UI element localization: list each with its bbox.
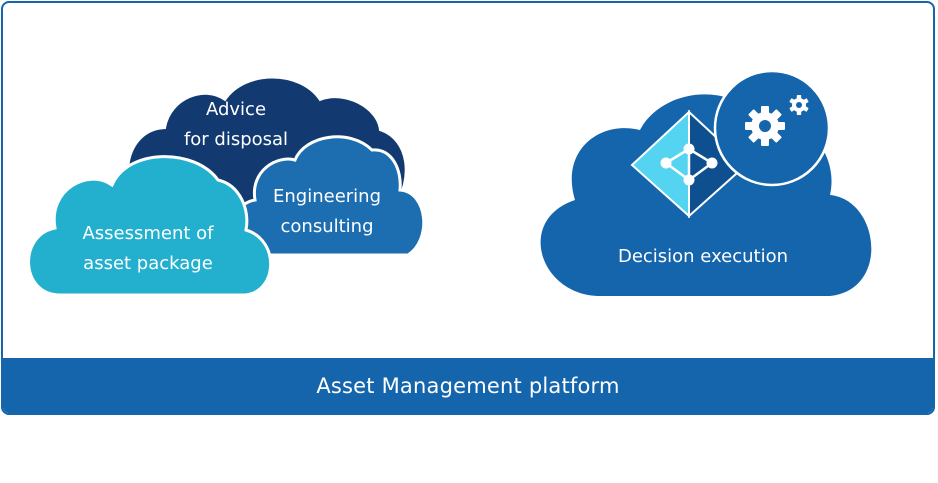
engineering-line1: Engineering: [273, 186, 381, 207]
platform-label: Asset Management platform: [316, 373, 620, 398]
gears-icon: [713, 69, 831, 187]
cloud-assessment-of-asset-package: Assessment of asset package: [27, 155, 273, 297]
network-diamond-icon: [630, 109, 748, 219]
advice-line1: Advice: [206, 99, 266, 120]
assessment-line2: asset package: [83, 253, 213, 274]
advice-line2: for disposal: [184, 129, 288, 150]
engineering-line2: consulting: [281, 216, 374, 237]
assessment-line1: Assessment of: [82, 223, 214, 244]
platform-bar: Asset Management platform: [3, 358, 933, 413]
decision-label: Decision execution: [618, 246, 788, 267]
